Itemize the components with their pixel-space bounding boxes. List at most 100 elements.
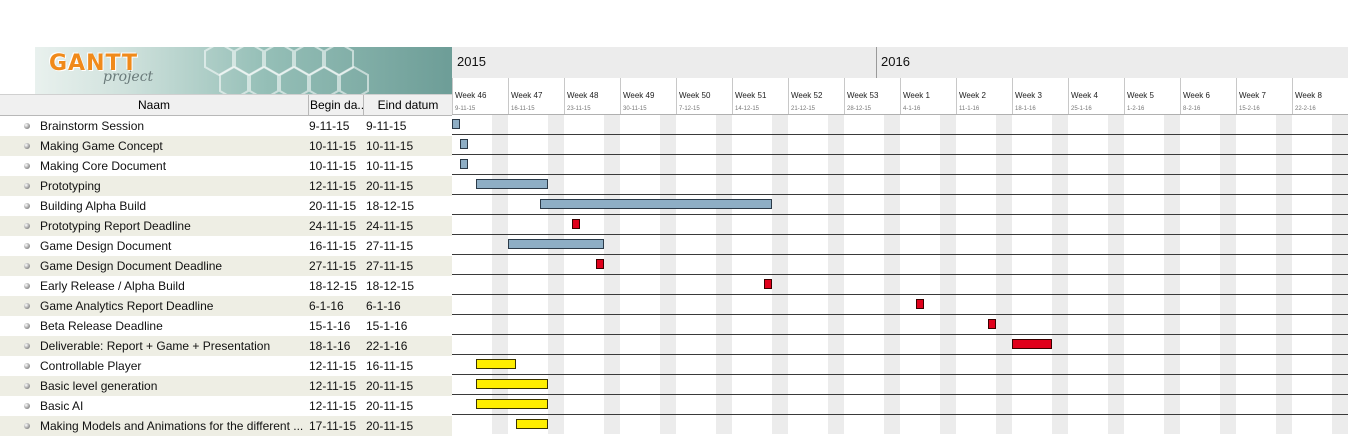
task-bullet-icon <box>24 403 30 409</box>
task-bullet-icon <box>24 243 30 249</box>
deadline-bar[interactable] <box>596 259 604 269</box>
task-bullet-icon <box>24 123 30 129</box>
task-bar[interactable] <box>540 199 772 209</box>
week-label: Week 3 <box>1015 91 1042 100</box>
week-date: 8-2-16 <box>1183 106 1201 112</box>
hexagon-pattern <box>204 47 369 94</box>
task-bullet-icon <box>24 203 30 209</box>
week-date: 4-1-16 <box>903 106 921 112</box>
week-label: Week 46 <box>455 91 487 100</box>
task-begin-date: 16-11-15 <box>309 239 357 253</box>
table-row[interactable]: Deliverable: Report + Game + Presentatio… <box>0 336 452 356</box>
week-date: 7-12-15 <box>679 106 700 112</box>
row-divider <box>452 234 1348 235</box>
row-divider <box>452 314 1348 315</box>
row-divider <box>452 414 1348 415</box>
week-column-header: Week 50 7-12-15 <box>676 78 733 114</box>
week-date: 25-1-16 <box>1071 106 1092 112</box>
task-name: Making Game Concept <box>40 139 163 153</box>
task-bar[interactable] <box>476 379 548 389</box>
row-divider <box>452 274 1348 275</box>
task-begin-date: 24-11-15 <box>309 219 357 233</box>
task-bullet-icon <box>24 183 30 189</box>
week-label: Week 8 <box>1295 91 1322 100</box>
task-name: Controllable Player <box>40 359 142 373</box>
task-name: Game Design Document Deadline <box>40 259 223 273</box>
row-divider <box>452 134 1348 135</box>
year-header: 2015 2016 <box>452 47 1348 79</box>
task-end-date: 9-11-15 <box>366 119 407 133</box>
task-begin-date: 18-12-15 <box>309 279 358 293</box>
week-label: Week 5 <box>1127 91 1154 100</box>
year-label-2015: 2015 <box>457 54 486 69</box>
week-date: 15-2-16 <box>1239 106 1260 112</box>
week-date: 18-1-16 <box>1015 106 1036 112</box>
week-column-header: Week 3 18-1-16 <box>1012 78 1069 114</box>
task-bullet-icon <box>24 263 30 269</box>
task-begin-date: 17-11-15 <box>309 419 357 433</box>
week-date: 28-12-15 <box>847 106 872 112</box>
row-divider <box>452 154 1348 155</box>
task-bar[interactable] <box>452 119 460 129</box>
task-end-date: 10-11-15 <box>366 159 414 173</box>
week-date: 14-12-15 <box>735 106 760 112</box>
task-begin-date: 12-11-15 <box>309 399 357 413</box>
week-date: 11-1-16 <box>959 106 980 112</box>
task-begin-date: 10-11-15 <box>309 139 357 153</box>
column-header-begin-date[interactable]: Begin da... <box>308 95 364 115</box>
column-header-name[interactable]: Naam <box>0 95 309 115</box>
logo-title: GANTT <box>49 51 139 76</box>
task-name: Prototyping Report Deadline <box>40 219 191 233</box>
week-label: Week 50 <box>679 91 711 100</box>
week-label: Week 2 <box>959 91 986 100</box>
task-name: Prototyping <box>40 179 101 193</box>
task-begin-date: 20-11-15 <box>309 199 357 213</box>
year-label-2016: 2016 <box>881 54 910 69</box>
task-bar[interactable] <box>460 139 468 149</box>
task-bullet-icon <box>24 383 30 389</box>
column-header-end-date[interactable]: Eind datum <box>377 98 439 112</box>
task-name: Making Models and Animations for the dif… <box>40 419 304 433</box>
task-bar[interactable] <box>476 359 516 369</box>
task-begin-date: 12-11-15 <box>309 359 357 373</box>
week-label: Week 6 <box>1183 91 1210 100</box>
task-begin-date: 10-11-15 <box>309 159 357 173</box>
task-bar[interactable] <box>516 419 548 429</box>
task-bar[interactable] <box>460 159 468 169</box>
task-bar[interactable] <box>476 179 548 189</box>
task-bar[interactable] <box>476 399 548 409</box>
deadline-bar[interactable] <box>916 299 924 309</box>
week-date: 16-11-15 <box>511 106 535 112</box>
task-bullet-icon <box>24 363 30 369</box>
deadline-bar[interactable] <box>764 279 772 289</box>
task-table: Naam Begin da... Eind datum Brainstorm S… <box>0 94 452 436</box>
deadline-bar[interactable] <box>572 219 580 229</box>
table-row[interactable]: Making Models and Animations for the dif… <box>0 416 452 436</box>
deadline-bar[interactable] <box>988 319 996 329</box>
week-label: Week 51 <box>735 91 767 100</box>
task-bullet-icon <box>24 423 30 429</box>
deadline-bar[interactable] <box>1012 339 1052 349</box>
task-bar[interactable] <box>508 239 604 249</box>
task-end-date: 20-11-15 <box>366 419 414 433</box>
